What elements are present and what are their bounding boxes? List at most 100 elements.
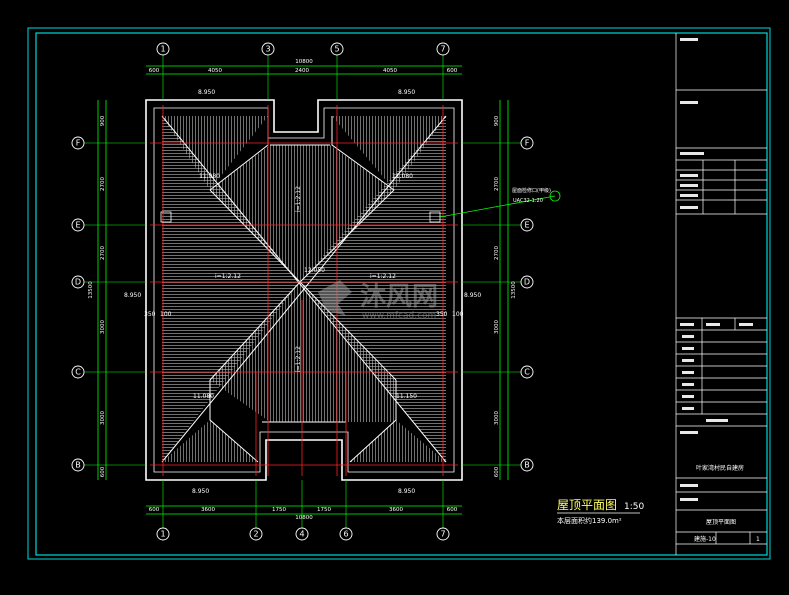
grid-bubble-right-D: D (520, 275, 534, 289)
dim-right-part: 2700 (494, 177, 500, 191)
grid-bubble-right-F: F (520, 136, 534, 150)
tb-mark-19 (680, 431, 698, 434)
svg-text:D: D (524, 278, 530, 287)
outer-border (27, 27, 771, 560)
tb-mark-2 (680, 101, 698, 104)
label-left: 11.080 (199, 173, 220, 180)
grid-bubble-top-3: 3 (261, 42, 275, 56)
dim-top-part: 600 (447, 68, 458, 74)
dim-top-part: 4050 (383, 68, 397, 74)
dim-bottom-part: 1750 (272, 507, 286, 513)
tb-mark-20 (680, 484, 698, 487)
tb-mark-16 (682, 395, 694, 398)
dim-right-part: 3000 (494, 320, 500, 334)
dim-top-overall: 10800 (295, 59, 313, 65)
tb-mark-9 (706, 323, 720, 326)
tb-mark-17 (682, 407, 694, 410)
roof-plane-tl (162, 116, 268, 190)
dim-right-part: 2700 (494, 246, 500, 260)
dim-left-part: 600 (100, 466, 106, 477)
svg-text:D: D (75, 278, 81, 287)
dim-right-part: 3000 (494, 411, 500, 425)
callout-text: 屋面检修口(甲级) (512, 187, 551, 194)
callout-ref: UAC32-1:20 (513, 198, 543, 204)
roof-outline (145, 99, 463, 481)
svg-text:5: 5 (334, 45, 339, 54)
grid-bubble-bottom-1: 1 (156, 527, 170, 541)
dim-bottom-part: 600 (149, 507, 160, 513)
tb-mark-8 (680, 323, 694, 326)
slope-left: i=1:2.12 (215, 273, 241, 280)
grid-bubble-bottom-2: 2 (249, 527, 263, 541)
side-left-lbl2: 100 (160, 311, 172, 318)
dim-left-part: 900 (100, 115, 106, 126)
side-right-lbl2: 100 (452, 311, 464, 318)
grid-bubble-top-5: 5 (330, 42, 344, 56)
inner-border (35, 32, 768, 556)
tb-count: 1 (756, 536, 760, 543)
tb-mark-15 (682, 383, 694, 386)
tb-mark-3 (680, 152, 704, 155)
roof-plane-left (162, 116, 300, 462)
grid-bubble-top-7: 7 (436, 42, 450, 56)
dim-left-part: 3000 (100, 411, 106, 425)
elev-bot-left: 8.950 (192, 488, 209, 495)
dim-bottom-part: 600 (447, 507, 458, 513)
tb-mark-4 (680, 174, 698, 177)
tb-sheet: 屋顶平面图 (706, 519, 736, 526)
tb-logo-mark (680, 38, 698, 41)
elev-top-left: 8.950 (198, 89, 215, 96)
tb-project: 叶家湾村民自建房 (696, 464, 744, 472)
area-note: 本层面积约139.0m² (557, 516, 622, 525)
dim-left-part: 2700 (100, 177, 106, 191)
label-bl: 11.080 (193, 393, 214, 400)
tb-mark-7 (680, 206, 698, 209)
svg-text:1: 1 (160, 530, 165, 539)
label-right: 11.080 (392, 173, 413, 180)
dim-top-part: 2400 (295, 68, 309, 74)
svg-text:C: C (75, 368, 81, 377)
title-block (675, 33, 767, 555)
grid-bubble-right-B: B (520, 458, 534, 472)
roof-plane-br (350, 420, 446, 462)
elev-top-right: 8.950 (398, 89, 415, 96)
tb-sheet-no: 建施-10 (694, 535, 716, 543)
drawing-title-block: 屋顶平面图 1:50 本层面积约139.0m² (557, 498, 644, 525)
grid-bubble-bottom-7: 7 (436, 527, 450, 541)
roof-plane-right (300, 116, 446, 462)
roof-plane-tr (332, 116, 446, 190)
drawing-title: 屋顶平面图 (557, 498, 617, 512)
tb-mark-12 (682, 347, 694, 350)
side-right-lbl: 350 (436, 311, 448, 318)
grid-bubble-left-F: F (71, 136, 85, 150)
tb-mark-21 (680, 498, 698, 501)
dim-top-part: 4050 (208, 68, 222, 74)
slope-right: i=1:2.12 (370, 273, 396, 280)
side-left-lbl: 350 (144, 311, 156, 318)
dim-left-overall: 13500 (88, 281, 94, 299)
drawing-scale: 1:50 (624, 502, 644, 512)
watermark-url: www.mfcad.com (362, 311, 436, 321)
svg-text:7: 7 (440, 530, 445, 539)
dim-right-overall: 13500 (511, 281, 517, 299)
svg-text:3: 3 (265, 45, 270, 54)
svg-text:F: F (76, 139, 81, 148)
grid-bubble-right-E: E (520, 218, 534, 232)
grid-bubble-left-B: B (71, 458, 85, 472)
svg-text:B: B (75, 461, 81, 470)
svg-text:4: 4 (299, 530, 304, 539)
dim-bottom-overall: 10800 (295, 515, 313, 521)
tb-mark-6 (680, 194, 698, 197)
svg-text:2: 2 (253, 530, 258, 539)
roof-plane-bl (162, 420, 258, 462)
tb-mark-18 (706, 419, 728, 422)
elev-side-right: 8.950 (464, 292, 481, 299)
svg-text:E: E (75, 221, 80, 230)
tb-mark-10 (739, 323, 753, 326)
dim-bottom-part: 3600 (201, 507, 215, 513)
grid-bubble-bottom-6: 6 (339, 527, 353, 541)
svg-text:C: C (524, 368, 530, 377)
dim-texts: 10800 600 4050 2400 4050 600 10800 600 3600 1750 1… (88, 59, 517, 521)
grid-bubble-left-E: E (71, 218, 85, 232)
svg-text:6: 6 (343, 530, 348, 539)
